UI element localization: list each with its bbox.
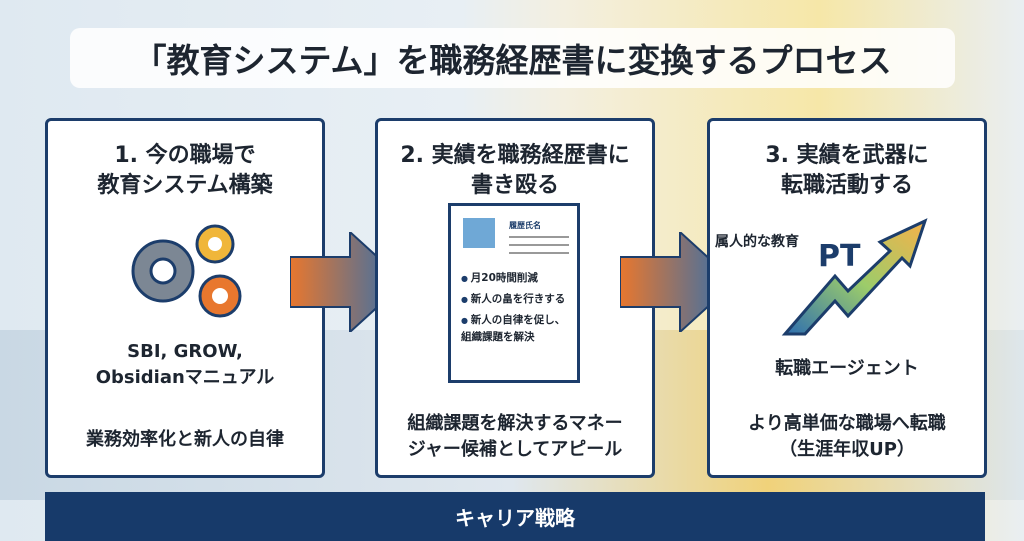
doc-name: 履歴氏名	[509, 221, 541, 230]
page-title: 「教育システム」を職務経歴書に変換するプロセス	[70, 28, 955, 88]
step-heading: 転職活動する	[780, 173, 913, 198]
footer-bar: キャリア戦略	[45, 492, 985, 541]
label-left: 属人的な教育	[715, 234, 799, 250]
step-heading: 1. 今の職場で	[114, 143, 256, 168]
result-text: 業務効率化と新人の自律	[86, 429, 284, 450]
tools-text: SBI, GROW,	[127, 341, 243, 362]
step-heading: 2. 実績を職務経歴書に	[400, 143, 630, 168]
step-heading: 3. 実績を武器に	[765, 143, 929, 168]
bullet-item: 月20時間削減	[461, 270, 573, 287]
step-card-1: 1. 今の職場で教育システム構築 SBI, GROW, Obsidianマニュアル…	[45, 118, 325, 478]
bullet-item: 新人の畠を行きする	[461, 291, 573, 308]
result-text: （生涯年収UP）	[779, 439, 915, 460]
result-text: 組織課題を解決するマネー	[407, 413, 623, 434]
step-card-3: 3. 実績を武器に転職活動する 属人的な教育 PT 転職エージェント より高単価…	[707, 118, 987, 478]
tools-text: Obsidianマニュアル	[95, 367, 275, 388]
label-pt: PT	[818, 239, 861, 274]
step-heading: 教育システム構築	[97, 173, 273, 198]
step-heading: 書き殴る	[470, 173, 559, 198]
result-text: より高単価な職場へ転職	[748, 413, 946, 434]
growth-arrow-icon	[781, 218, 928, 336]
result-text: ジャー候補としてアピール	[407, 439, 623, 460]
gears-icon	[131, 224, 242, 318]
agent-text: 転職エージェント	[775, 358, 919, 379]
resume-document: 履歴氏名 月20時間削減 新人の畠を行きする 新人の自律を促し、組織課題を解決	[448, 203, 580, 383]
person-icon	[463, 218, 495, 248]
bullet-item: 新人の自律を促し、組織課題を解決	[461, 312, 573, 345]
